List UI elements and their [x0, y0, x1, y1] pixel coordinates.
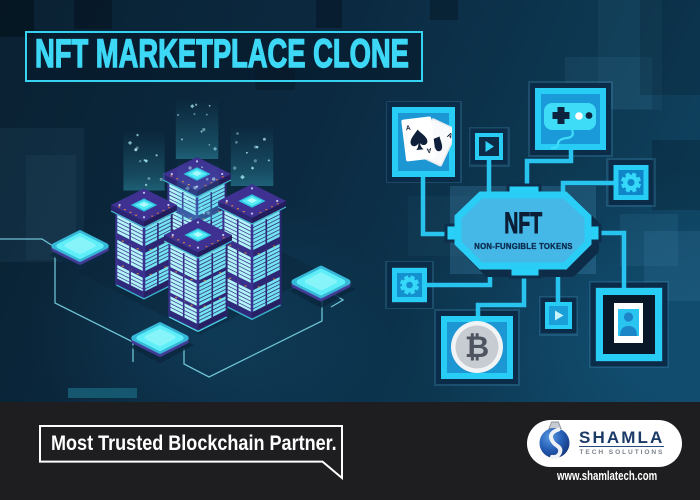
svg-text:A: A: [426, 146, 432, 154]
svg-text:A: A: [405, 125, 411, 133]
svg-text:A: A: [446, 132, 454, 140]
svg-text:₿: ₿: [465, 331, 489, 364]
